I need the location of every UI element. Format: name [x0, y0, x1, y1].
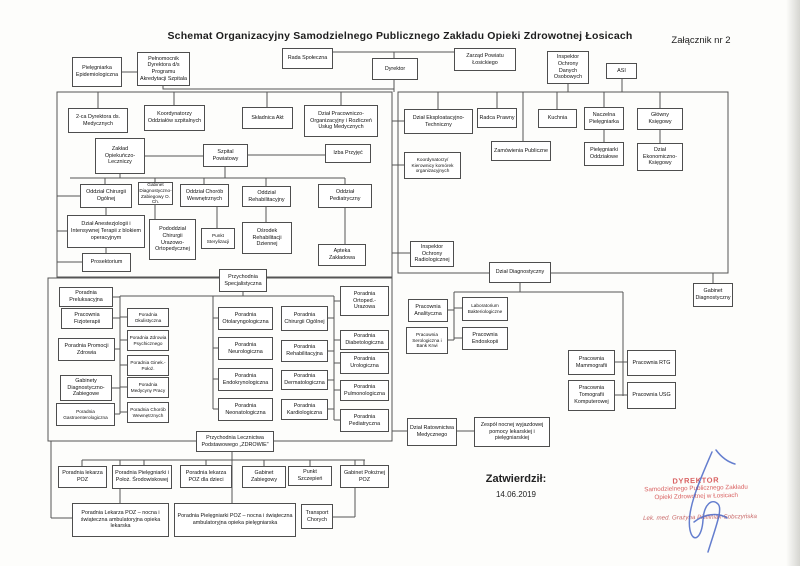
group-admin-frame — [397, 91, 729, 274]
box-zca-dyrektora: 2-ca Dyrektora ds. Medycznych — [68, 108, 128, 133]
box-poradnia-urologiczna: Poradnia Urologiczna — [340, 352, 389, 374]
box-pracownia-serologiczna: Pracownia Serologiczna i Bank Krwi — [406, 327, 448, 354]
box-zamowienia-publiczne: Zamówienia Publiczne — [491, 141, 551, 161]
box-pielegniarka-epidemiologiczna: Pielęgniarka Epidemiologiczna — [72, 57, 122, 87]
box-poradnia-pielegniarki-srodowiskowej: Poradnia Pielęgniarki i Położ. Środowisk… — [112, 465, 172, 489]
box-koordynatorzy-kierownicy: Koordynatorzy/ Kierownicy komórek organi… — [404, 152, 461, 179]
box-transport-chorych: Transport Chorych — [301, 504, 333, 529]
box-punkt-sterylizacji: Punkt Sterylizacji — [201, 228, 235, 249]
box-poradnia-medycyny-pracy: Poradnia Medycyny Pracy — [127, 377, 169, 398]
box-pracownia-analityczna: Pracownia Analityczna — [408, 299, 448, 322]
box-pelnomocnik-dyrektora: Pełnomocnik Dyrektora d/s Programu Akred… — [137, 52, 190, 86]
box-pracownia-mammografii: Pracownia Mammografii — [568, 350, 615, 375]
box-poradnia-chorob-wewnetrznych: Poradnia Chorób Wewnętrznych — [127, 402, 169, 423]
box-poradnia-lekarza-poz: Poradnia lekarza POZ — [58, 466, 107, 488]
box-poradnia-promocji-zdrowia: Poradnia Promocji Zdrowia — [58, 338, 115, 361]
box-gabinet-diagnostyczny: Gabinet Diagnostyczny — [693, 283, 733, 307]
box-punkt-szczepien: Punkt Szczepień — [288, 466, 332, 486]
box-poradnia-rehabilitacyjna: Poradnia Rehabilitacyjna — [281, 340, 328, 362]
box-poradnia-gastroenterologiczna: Poradnia Gastroenterologiczna — [56, 403, 115, 426]
box-poradnia-zdrowia-psychicznego: Poradnia Zdrowia Psychicznego — [127, 330, 169, 351]
box-pracownia-usg: Pracownia USG — [627, 382, 676, 409]
box-rada-spoleczna: Rada Społeczna — [282, 48, 333, 69]
box-dzial-pracowniczo: Dział Pracowniczo-Organizacyjny i Rozlic… — [304, 105, 378, 137]
box-poradnia-lekarza-poz-dzieci: Poradnia lekarza POZ dla dzieci — [180, 465, 232, 488]
box-szpital-powiatowy: Szpital Powiatowy — [203, 144, 248, 167]
box-dyrektor: Dyrektor — [372, 58, 418, 80]
box-gabinet-zabiegowy: Gabinet Zabiegowy — [242, 466, 286, 488]
box-gabinety-diag-zabiegowe: Gabinety Diagnostyczno-Zabiegowe — [60, 375, 112, 401]
box-zarzad-powiatu: Zarząd Powiatu Łosickiego — [454, 48, 516, 71]
box-apteka-zakladowa: Apteka Zakładowa — [318, 244, 366, 266]
box-izba-przyjec: Izba Przyjęć — [325, 144, 371, 163]
box-poradnia-lekarza-nocna: Poradnia Lekarza POZ – nocna i świąteczn… — [72, 503, 169, 537]
box-poradnia-neurologiczna: Poradnia Neurologiczna — [218, 337, 273, 360]
box-zaklad-opiekunczo-leczniczy: Zakład Opiekuńczo-Leczniczy — [95, 138, 145, 174]
box-dzial-eksploatacyjno: Dział Eksploatacyjno-Techniczny — [404, 109, 473, 134]
box-naczelna-pielegniarka: Naczelna Pielęgniarka — [584, 107, 624, 130]
box-oddzial-pediatryczny: Oddział Pediatryczny — [318, 184, 372, 208]
box-pracownia-fizjoterapii: Pracownia Fizjoterapii — [61, 308, 113, 329]
box-pododdzial-chirurgii: Pododdział Chirurgii Urazowo-Ortopedyczn… — [149, 219, 196, 260]
box-poradnia-otolaryngologiczna: Poradnia Otolaryngologiczna — [218, 307, 273, 330]
box-poradnia-pielegniarki-nocna: Poradnia Pielęgniarki POZ – nocna i świą… — [174, 503, 296, 537]
box-dzial-diagnostyczny: Dział Diagnostyczny — [489, 262, 551, 283]
box-poradnia-dermatologiczna: Poradnia Dermatologiczna — [281, 370, 328, 390]
box-osrodek-rehabilitacji: Ośrodek Rehabilitacji Dziennej — [242, 222, 292, 254]
box-poradnia-preluksacyjna: Poradnia Preluksacyjna — [59, 287, 113, 307]
box-poradnia-diabetologiczna: Poradnia Diabetologiczna — [340, 330, 389, 350]
box-poradnia-pediatryczna: Poradnia Pediatryczna — [340, 409, 389, 432]
scan-edge-shadow — [786, 0, 800, 566]
box-pracownia-tomografii: Pracownia Tomografii Komputerowej — [568, 380, 615, 411]
box-inspektor-ochrony-danych: Inspektor Ochrony Danych Osobowych — [547, 51, 589, 84]
box-gabinet-poloznej-poz: Gabinet Położnej POZ — [340, 465, 389, 488]
box-laboratorium-bakteriologiczne: Laboratorium Bakteriologiczne — [462, 297, 508, 321]
approval-date: 14.06.2019 — [495, 490, 537, 499]
box-dzial-ratownictwa: Dział Ratownictwa Medycznego — [407, 418, 457, 446]
director-stamp: DYREKTOR Samodzielnego Publicznego Zakła… — [612, 474, 781, 503]
box-skladnica-akt: Składnica Akt — [242, 107, 293, 129]
box-pielegniarki-oddzialowe: Pielęgniarki Oddziałowe — [584, 142, 624, 166]
box-dzial-anestezjologii: Dział Anestezjologii i Intensywnej Terap… — [67, 215, 145, 248]
box-poradnia-okulistyczna: Poradnia Okulistyczna — [127, 308, 169, 327]
box-dzial-ekonomiczno: Dział Ekonomiczno-Księgowy — [637, 143, 683, 171]
box-pracownia-endoskopii: Pracownia Endoskopii — [462, 327, 508, 350]
box-asi: ASI — [606, 63, 637, 79]
box-oddzial-chirurgii: Oddział Chirurgii Ogólnej — [80, 184, 132, 208]
box-pracownia-rtg: Pracownia RTG — [627, 350, 676, 376]
box-oddzial-chorob-wewnetrznych: Oddział Chorób Wewnętrznych — [180, 184, 229, 207]
box-poradnia-kardiologiczna: Poradnia Kardiologiczna — [281, 399, 328, 420]
box-poradnia-neonatologiczna: Poradnia Neonatologiczna — [218, 398, 273, 421]
page-title: Schemat Organizacyjny Samodzielnego Publ… — [167, 30, 633, 42]
box-poradnia-ginekologiczna: Poradnia Ginek.-Położ. — [127, 355, 169, 376]
box-przychodnia-specjalistyczna: Przychodnia Specjalistyczna — [219, 269, 267, 292]
box-inspektor-radiologicznej: Inspektor Ochrony Radiologicznej — [410, 241, 454, 267]
box-kuchnia: Kuchnia — [538, 109, 577, 128]
box-poradnia-pulmonologiczna: Poradnia Pulmonologiczna — [340, 380, 389, 401]
box-poradnia-chirurgii-ogolnej: Poradnia Chirurgii Ogólnej — [281, 306, 328, 331]
approval-label: Zatwierdził: — [485, 473, 547, 485]
box-zespol-nocnej-pomocy: Zespół nocnej wyjazdowej pomocy lekarski… — [474, 417, 550, 447]
box-gabinet-diag-zab-och: Gabinet Diagnostyczno-Zabiegowy O. Ch. — [138, 182, 173, 205]
box-radca-prawny: Radca Prawny — [477, 108, 517, 128]
box-koordynatorzy-oddzialow: Koordynatorzy Oddziałów szpitalnych — [144, 105, 205, 131]
box-poradnia-ortopedyczna: Poradnia Ortoped.- Urazowa — [340, 286, 389, 316]
box-oddzial-rehabilitacyjny: Oddział Rehabilitacyjny — [242, 186, 291, 207]
attachment-label: Załącznik nr 2 — [671, 35, 731, 46]
box-glowny-ksiegowy: Główny Księgowy — [637, 108, 683, 130]
box-poradnia-endokrynologiczna: Poradnia Endokrynologiczna — [218, 368, 273, 391]
box-prosektorium: Prosektorium — [82, 253, 131, 272]
box-przychodnia-poz-zdrowie: Przychodnia Lecznictwa Podstawowego „ZDR… — [196, 431, 274, 452]
